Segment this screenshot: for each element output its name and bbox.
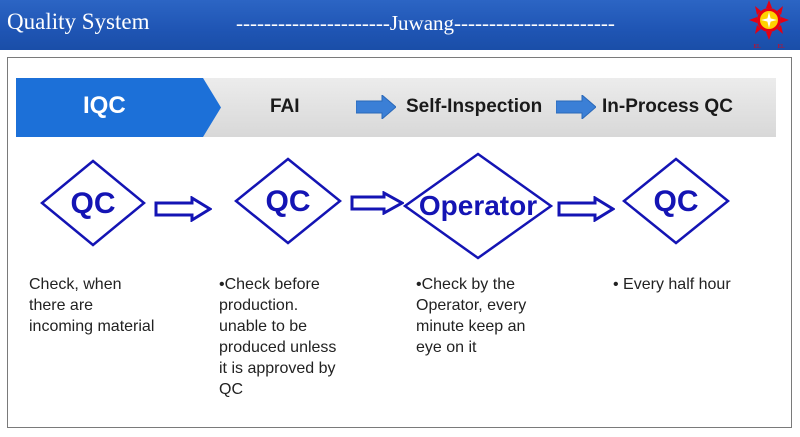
- right-arrow-icon: [356, 95, 396, 119]
- diamond-label-fai: QC: [265, 185, 311, 218]
- description-self-inspection: •Check by the Operator, every minute kee…: [416, 276, 527, 356]
- flow-arrow-icon: [154, 196, 212, 222]
- diamond-self-inspection: [403, 152, 553, 260]
- header-bar: Quality System ----------------------Juw…: [0, 0, 800, 50]
- diamond-iqc: [40, 159, 146, 247]
- diamond-in-process-qc: [622, 157, 730, 245]
- company-name: ----------------------Juwang------------…: [236, 11, 615, 35]
- process-step-in-process-qc: In-Process QC: [602, 96, 733, 117]
- logo-text-left: EL: [753, 44, 761, 50]
- process-step-iqc: IQC: [83, 92, 126, 119]
- sun-emblem-icon: EL EL: [749, 0, 789, 50]
- description-fai: •Check before production. unable to be p…: [219, 276, 337, 398]
- page-title: Quality System: [7, 9, 150, 34]
- description-iqc: Check, when there are incoming material: [29, 276, 155, 335]
- flow-arrow-icon: [557, 196, 615, 222]
- process-step-iqc-highlight: [16, 78, 221, 137]
- right-arrow-icon: [556, 95, 596, 119]
- diamond-label-iqc: QC: [70, 187, 116, 220]
- flow-arrow-icon: [350, 191, 404, 215]
- logo-text-right: EL: [777, 44, 785, 50]
- diamond-label-in-process-qc: QC: [653, 185, 699, 218]
- process-step-self-inspection: Self-Inspection: [406, 96, 543, 117]
- diamond-label-self-inspection: Operator: [418, 190, 538, 221]
- diamond-fai: [234, 157, 342, 245]
- process-step-fai: FAI: [270, 96, 300, 117]
- description-in-process-qc: • Every half hour: [613, 276, 731, 293]
